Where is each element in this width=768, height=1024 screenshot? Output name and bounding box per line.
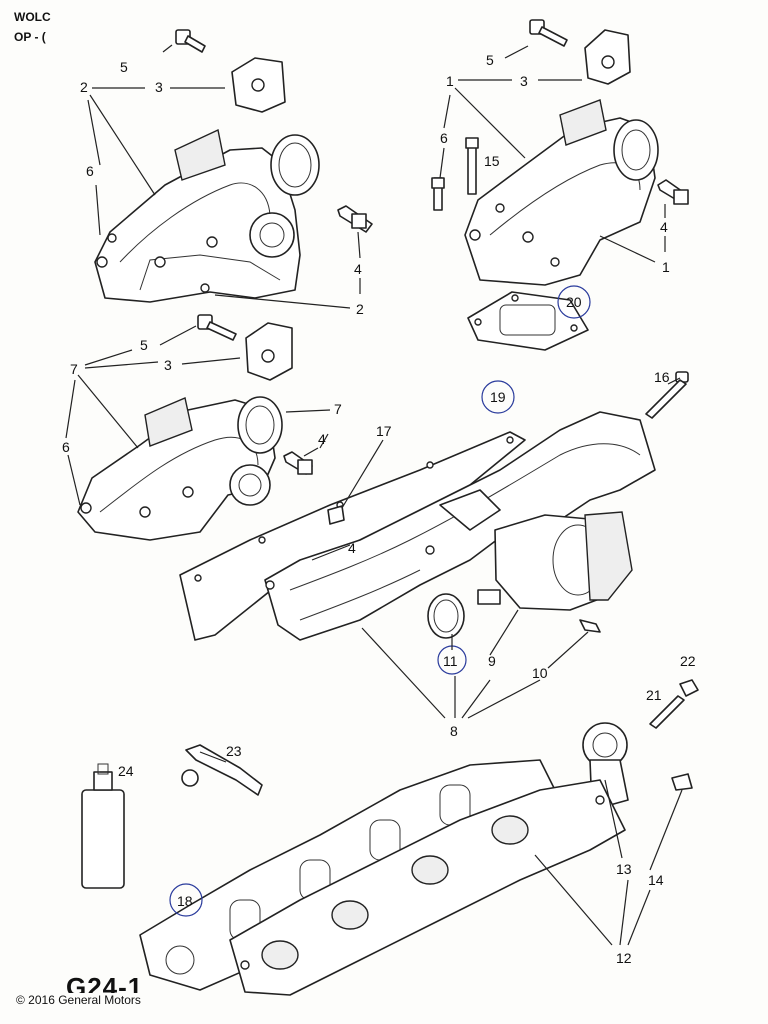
callout-5c: 5	[140, 337, 148, 353]
callout-3c: 3	[164, 357, 172, 373]
callout-15: 15	[484, 153, 500, 169]
bolt-5a	[175, 29, 206, 53]
callout-10: 10	[532, 665, 548, 681]
highlight-circle-18	[169, 883, 203, 917]
lower-intake-manifold	[229, 779, 626, 996]
callout-1b: 1	[662, 259, 670, 275]
bolt-4c	[283, 451, 313, 475]
callout-6a: 6	[86, 163, 94, 179]
header-line-1: WOLC	[14, 10, 51, 24]
stud-21	[649, 695, 685, 729]
callout-19: 19	[490, 389, 506, 405]
throttle-body-9	[477, 511, 633, 611]
callout-4b: 4	[660, 219, 668, 235]
throttle-housing-a	[94, 128, 320, 303]
gasket-20	[467, 291, 589, 351]
bolt-5b	[529, 19, 568, 47]
o-ring-11	[427, 593, 465, 639]
callout-11: 11	[443, 653, 458, 669]
callout-7b: 7	[334, 401, 342, 417]
callout-18: 18	[177, 893, 193, 909]
throttle-housing-b	[464, 99, 659, 286]
callout-6b: 6	[440, 130, 448, 146]
callout-2a: 2	[80, 79, 88, 95]
page-header: WOLC OP - (	[0, 0, 768, 60]
highlight-circle-20	[557, 285, 591, 319]
callout-20: 20	[566, 294, 582, 310]
callout-1a: 1	[446, 73, 454, 89]
nut-22	[679, 679, 699, 697]
callout-21: 21	[646, 687, 662, 703]
callout-23: 23	[226, 743, 242, 759]
intake-manifold	[264, 411, 656, 641]
callout-9: 9	[488, 653, 496, 669]
sealant-tube-24	[81, 763, 125, 889]
bolt-16	[645, 371, 689, 419]
callout-3a: 3	[155, 79, 163, 95]
bolt-6b	[431, 177, 445, 211]
callout-17: 17	[376, 423, 392, 439]
bolt-4b	[657, 179, 689, 205]
bolt-10	[579, 619, 601, 633]
sensor-3c	[245, 322, 293, 381]
header-line-2: OP - (	[14, 30, 46, 44]
callout-4a: 4	[354, 261, 362, 277]
bolt-17	[327, 505, 345, 525]
callout-6c: 6	[62, 439, 70, 455]
callout-16: 16	[654, 369, 670, 385]
highlight-circle-19	[481, 380, 515, 414]
callout-4c: 4	[318, 431, 326, 447]
callout-13: 13	[616, 861, 632, 877]
sensor-3a	[231, 57, 286, 113]
bolt-5c	[197, 314, 237, 341]
sensor-3b	[584, 29, 631, 85]
stud-15	[465, 137, 479, 195]
callout-14: 14	[648, 872, 664, 888]
callout-5a: 5	[120, 59, 128, 75]
callout-3b: 3	[520, 73, 528, 89]
callout-4d: 4	[348, 540, 356, 556]
callout-5b: 5	[486, 52, 494, 68]
callout-12: 12	[616, 950, 632, 966]
callout-22: 22	[680, 653, 696, 669]
copyright-notice: © 2016 General Motors	[14, 993, 143, 1007]
callout-7a: 7	[70, 361, 78, 377]
bolt-4a	[337, 205, 373, 233]
callout-24: 24	[118, 763, 134, 779]
bracket-23	[181, 744, 263, 796]
bolt-14	[671, 773, 693, 791]
callout-8: 8	[450, 723, 458, 739]
callout-2b: 2	[356, 301, 364, 317]
throttle-housing-c	[77, 396, 283, 541]
